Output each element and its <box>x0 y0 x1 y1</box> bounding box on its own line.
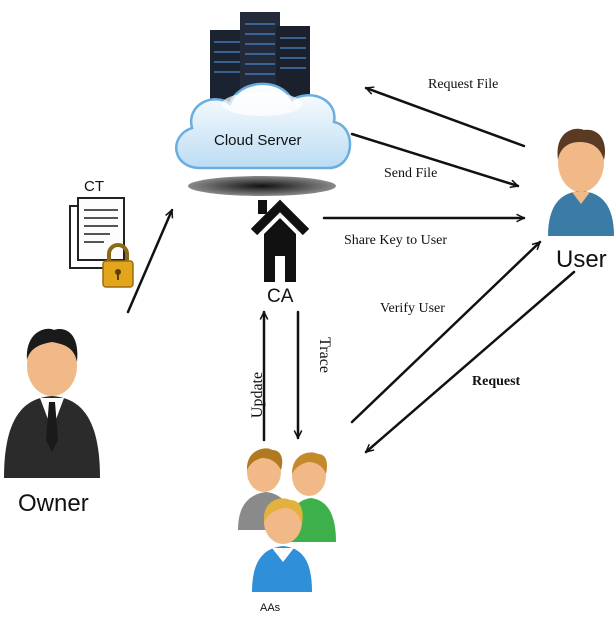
user-icon <box>548 128 614 236</box>
server-shadow <box>188 176 336 196</box>
request-label: Request <box>472 374 521 389</box>
send-file-label: Send File <box>384 166 438 181</box>
owner-label: Owner <box>18 490 89 517</box>
user-label: User <box>556 246 607 273</box>
arrow-owner-to-cloud <box>126 210 174 314</box>
ca-label: CA <box>267 286 294 307</box>
cloud-shape <box>175 82 352 170</box>
encrypted-document-icon <box>69 197 134 288</box>
update-label: Update <box>249 371 266 419</box>
document-front <box>77 197 125 261</box>
share-key-label: Share Key to User <box>344 233 448 248</box>
user-group-icon <box>238 448 336 592</box>
server-rack-icon <box>210 12 310 122</box>
trace-label: Trace <box>316 337 333 373</box>
arrow-request-file <box>366 88 526 148</box>
server-cloud-icon <box>175 12 352 196</box>
request-file-label: Request File <box>428 77 499 92</box>
verify-user-label: Verify User <box>380 301 445 316</box>
aas-label: AAs <box>260 602 281 614</box>
lock-icon <box>102 243 134 288</box>
arrow-request <box>366 270 576 454</box>
ct-label: CT <box>84 178 104 195</box>
arrow-verify-user <box>350 240 542 424</box>
arrow-send-file <box>350 132 518 186</box>
house-icon <box>250 199 310 282</box>
cloud-server-label: Cloud Server <box>214 132 302 149</box>
businessman-icon <box>4 328 100 478</box>
